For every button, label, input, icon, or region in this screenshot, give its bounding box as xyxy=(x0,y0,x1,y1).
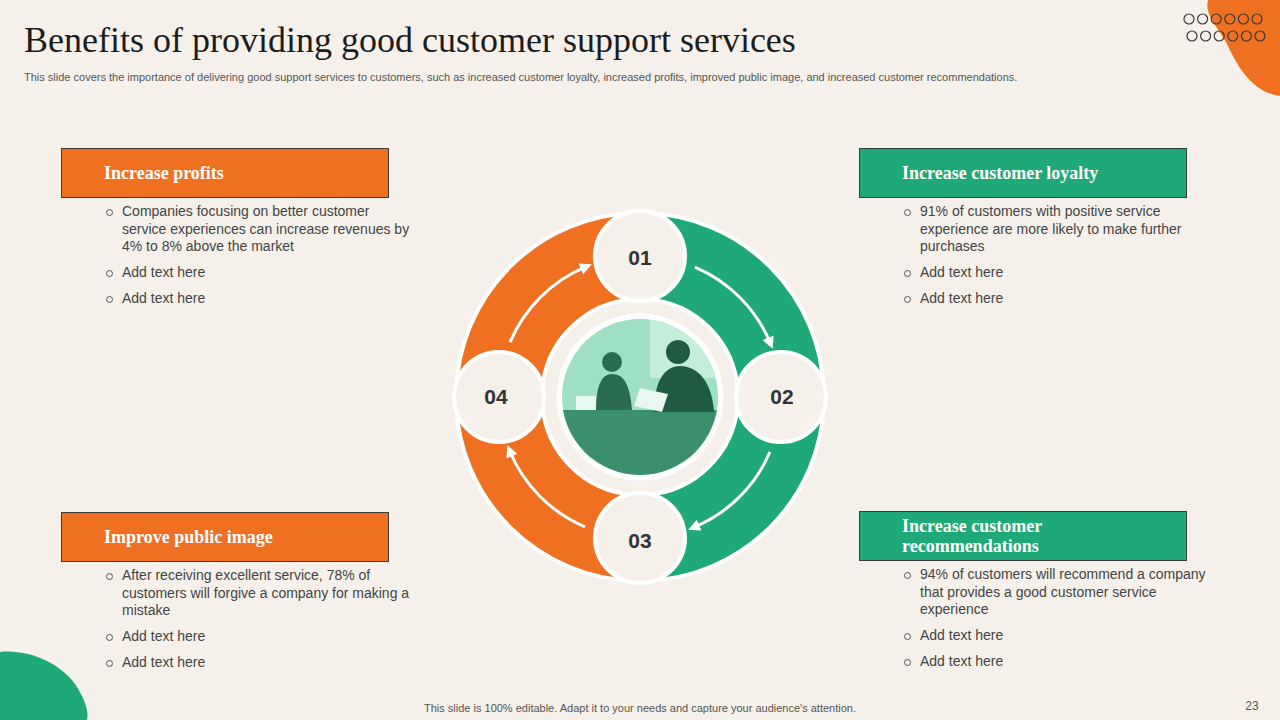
bullet-text: Companies focusing on better customer se… xyxy=(122,203,414,256)
bullet-text: After receiving excellent service, 78% o… xyxy=(122,567,414,620)
bullet-list: After receiving excellent service, 78% o… xyxy=(61,562,414,672)
bullet-text: Add text here xyxy=(920,290,1212,308)
callout-number: 01 xyxy=(628,246,651,270)
bullet-text: Add text here xyxy=(920,653,1212,671)
slide-title: Benefits of providing good customer supp… xyxy=(24,20,796,60)
bullet-text: Add text here xyxy=(122,654,414,672)
panel-heading: Increase profits xyxy=(104,163,224,183)
corner-blob xyxy=(0,652,88,720)
cycle-graphic xyxy=(454,211,826,583)
benefit-panel: Increase customer loyalty 91% of customer… xyxy=(859,148,1219,316)
slide-subtitle: This slide covers the importance of deli… xyxy=(24,70,1017,84)
bullet-list: 91% of customers with positive service e… xyxy=(859,198,1212,308)
panel-heading: Increase customer recommendations xyxy=(902,516,1176,556)
photo-laptop xyxy=(576,396,596,410)
cycle-arrow xyxy=(510,451,585,527)
panel-heading: Increase customer loyalty xyxy=(902,163,1098,183)
dot xyxy=(1252,14,1262,24)
photo xyxy=(560,317,720,480)
dot xyxy=(1184,14,1194,24)
bullet-list: Companies focusing on better customer se… xyxy=(61,198,414,308)
page-number: 23 xyxy=(1245,699,1258,713)
bullet-text: Add text here xyxy=(122,290,414,308)
photo-person xyxy=(666,340,690,364)
heading-bar: Increase customer recommendations xyxy=(859,511,1187,561)
bullet-text: Add text here xyxy=(122,264,414,282)
dot xyxy=(1255,31,1265,41)
cycle-notch xyxy=(595,211,685,301)
dot xyxy=(1187,31,1197,41)
cycle-arrow xyxy=(695,267,770,343)
bullet-list: 94% of customers will recommend a compan… xyxy=(859,561,1212,671)
benefit-panel: Increase customer recommendations 94% of … xyxy=(859,511,1219,679)
dot xyxy=(1214,31,1224,41)
cycle-notch xyxy=(736,352,826,442)
cycle-arrow xyxy=(510,267,586,342)
bullet-text: 91% of customers with positive service e… xyxy=(920,203,1212,256)
heading-bar: Increase customer loyalty xyxy=(859,148,1187,198)
heading-bar: Improve public image xyxy=(61,512,389,562)
dot xyxy=(1201,31,1211,41)
callout-number: 04 xyxy=(484,385,507,409)
callout-number: 03 xyxy=(628,529,651,553)
dot xyxy=(1225,14,1235,24)
callout-number: 02 xyxy=(770,385,793,409)
bullet-text: Add text here xyxy=(920,627,1212,645)
benefit-panel: Improve public imageAfter receiving exce… xyxy=(61,512,421,680)
bullet-text: Add text here xyxy=(920,264,1212,282)
bullet-text: 94% of customers will recommend a compan… xyxy=(920,566,1212,619)
dot xyxy=(1211,14,1221,24)
corner-blob xyxy=(1207,0,1280,96)
heading-bar: Increase profits xyxy=(61,148,389,198)
dot xyxy=(1238,14,1248,24)
panel-heading: Improve public image xyxy=(104,527,273,547)
photo-table xyxy=(560,410,720,480)
dot xyxy=(1228,31,1238,41)
dot xyxy=(1198,14,1208,24)
dot xyxy=(1241,31,1251,41)
photo-person xyxy=(602,352,622,372)
photo-person xyxy=(596,374,632,410)
cycle-notch xyxy=(595,493,685,583)
bullet-text: Add text here xyxy=(122,628,414,646)
footer-note: This slide is 100% editable. Adapt it to… xyxy=(424,702,856,714)
cycle-arrow xyxy=(694,452,770,527)
benefit-panel: Increase profitsCompanies focusing on be… xyxy=(61,148,421,316)
dot-grid xyxy=(1184,14,1265,41)
photo-laptop xyxy=(634,388,668,412)
cycle-notch xyxy=(454,352,544,442)
